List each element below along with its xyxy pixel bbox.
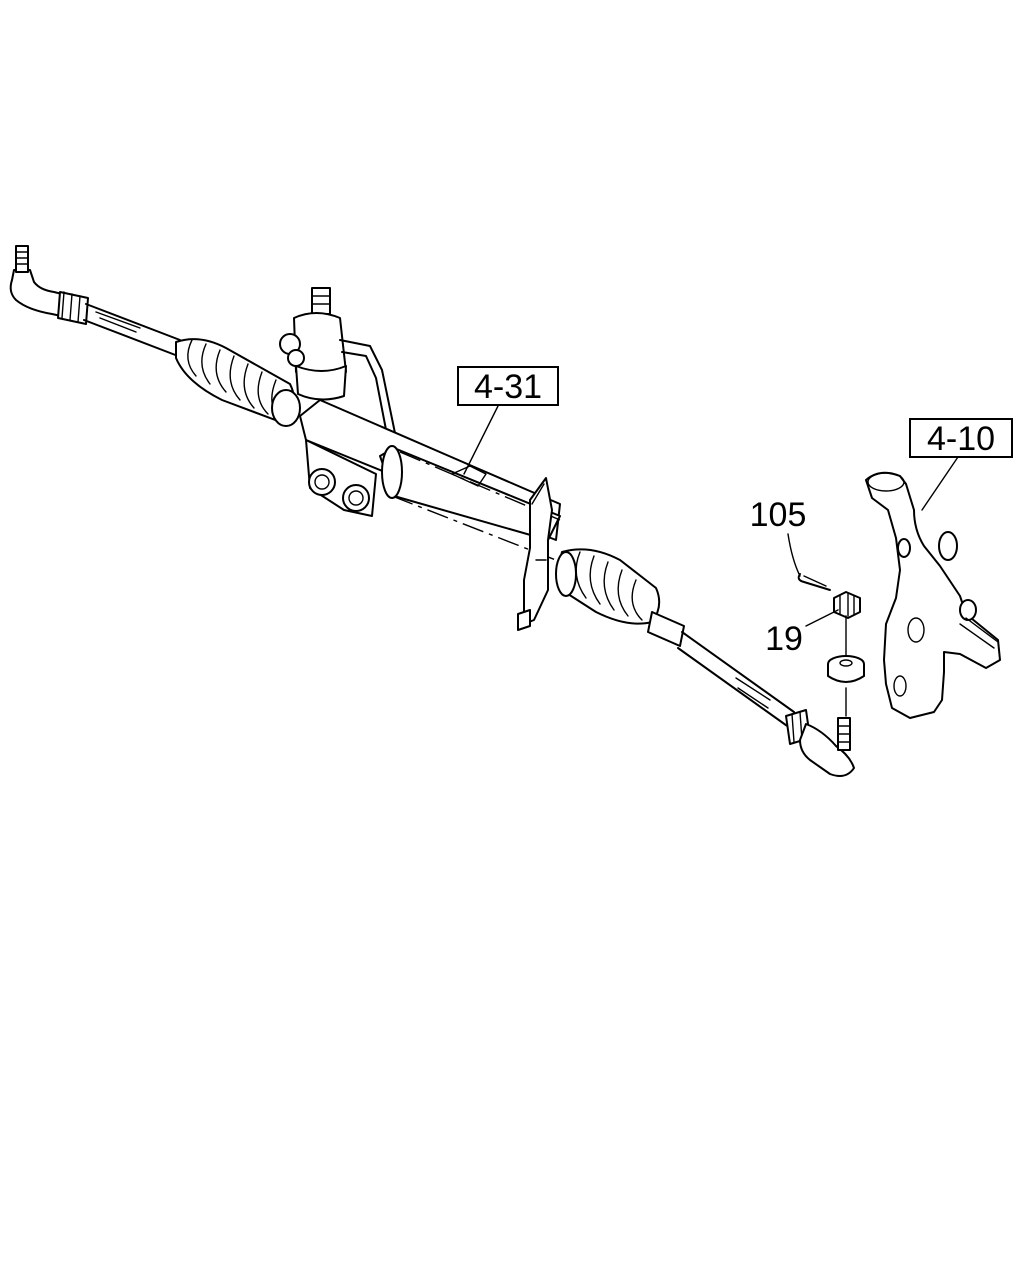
callout-4-31-label: 4-31 <box>474 368 542 406</box>
left-boot <box>175 338 301 427</box>
castle-nut <box>833 591 861 619</box>
callout-105-label[interactable]: 105 <box>750 496 807 534</box>
right-mount-bracket <box>517 477 553 631</box>
callout-19-label[interactable]: 19 <box>765 620 803 658</box>
callout-4-10[interactable]: 4-10 <box>909 418 1013 458</box>
pinion-valve-housing <box>279 287 397 441</box>
taper-bushing <box>827 655 865 683</box>
left-tie-rod <box>83 303 181 357</box>
callout-4-10-label: 4-10 <box>927 420 995 458</box>
right-boot <box>555 548 685 647</box>
leader-lines <box>463 405 961 717</box>
rack-housing <box>299 399 567 565</box>
right-tie-rod-end <box>785 709 855 777</box>
right-tie-rod <box>677 631 795 729</box>
left-tie-rod-end <box>9 245 89 325</box>
callout-4-31[interactable]: 4-31 <box>457 366 559 406</box>
cotter-pin <box>797 573 831 591</box>
steering-knuckle <box>865 471 1001 719</box>
